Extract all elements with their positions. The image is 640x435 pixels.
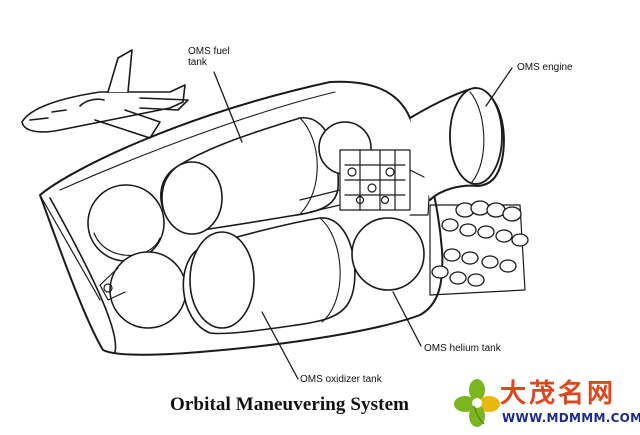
shuttle-thumbnail <box>21 49 189 139</box>
leader-fuel-tank <box>213 71 243 143</box>
callout-oms-oxidizer-tank-text: OMS oxidizer tank <box>300 374 382 385</box>
rcs-thrusters <box>429 200 529 296</box>
watermark-title: 大茂名网 <box>500 379 617 409</box>
oms-engine-nozzle <box>409 87 505 201</box>
callout-oms-fuel-tank-line2: tank <box>188 57 207 68</box>
bottom-rear-sphere <box>109 251 187 329</box>
pod-shell <box>39 80 444 356</box>
leader-engine <box>485 67 513 107</box>
callout-oms-helium-tank: OMS helium tank <box>424 343 501 354</box>
helium-tank <box>351 217 425 291</box>
leader-helium-tank <box>392 291 422 347</box>
leader-oxidizer-tank <box>261 311 299 380</box>
callout-oms-oxidizer-tank: OMS oxidizer tank <box>300 374 382 385</box>
oxidizer-tank <box>182 217 356 335</box>
callout-oms-helium-tank-text: OMS helium tank <box>424 343 501 354</box>
callout-oms-fuel-tank: OMS fuel tank <box>188 46 230 68</box>
plumbing-cluster <box>99 149 431 301</box>
callout-oms-engine: OMS engine <box>517 62 573 73</box>
watermark-url: WWW.MDMMM.COM <box>502 411 640 425</box>
diagram-caption: Orbital Maneuvering System <box>170 394 410 415</box>
leader-lines <box>213 67 513 380</box>
top-rear-sphere <box>87 184 165 262</box>
callout-oms-engine-text: OMS engine <box>517 62 573 73</box>
fuel-tank <box>160 117 340 235</box>
watermark-clover-logo <box>454 379 500 427</box>
callout-oms-fuel-tank-line1: OMS fuel <box>188 46 230 57</box>
